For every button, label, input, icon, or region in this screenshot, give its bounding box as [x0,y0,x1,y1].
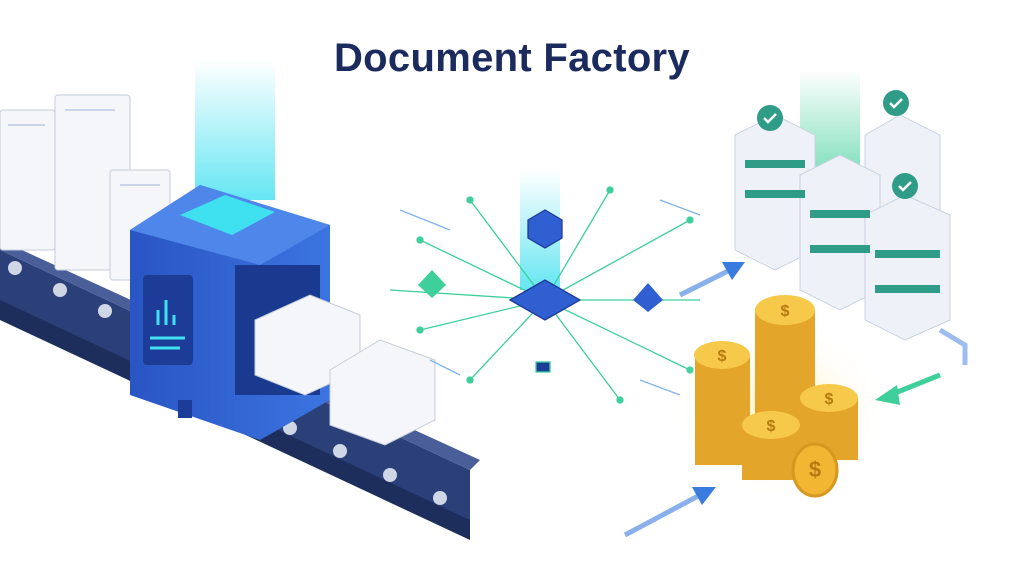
svg-text:$: $ [809,457,821,482]
svg-text:$: $ [825,391,834,408]
page-title: Document Factory [334,36,690,80]
circuit-network-icon [389,170,701,404]
document-stack-icon [254,294,436,446]
flow-arrow-icon [623,262,968,538]
check-badge-icon [757,90,918,199]
svg-text:$: $ [718,348,727,365]
dollar-coin-icon: $ $ $ $ $ [670,295,890,500]
svg-text:$: $ [767,418,776,435]
svg-text:$: $ [781,303,790,320]
